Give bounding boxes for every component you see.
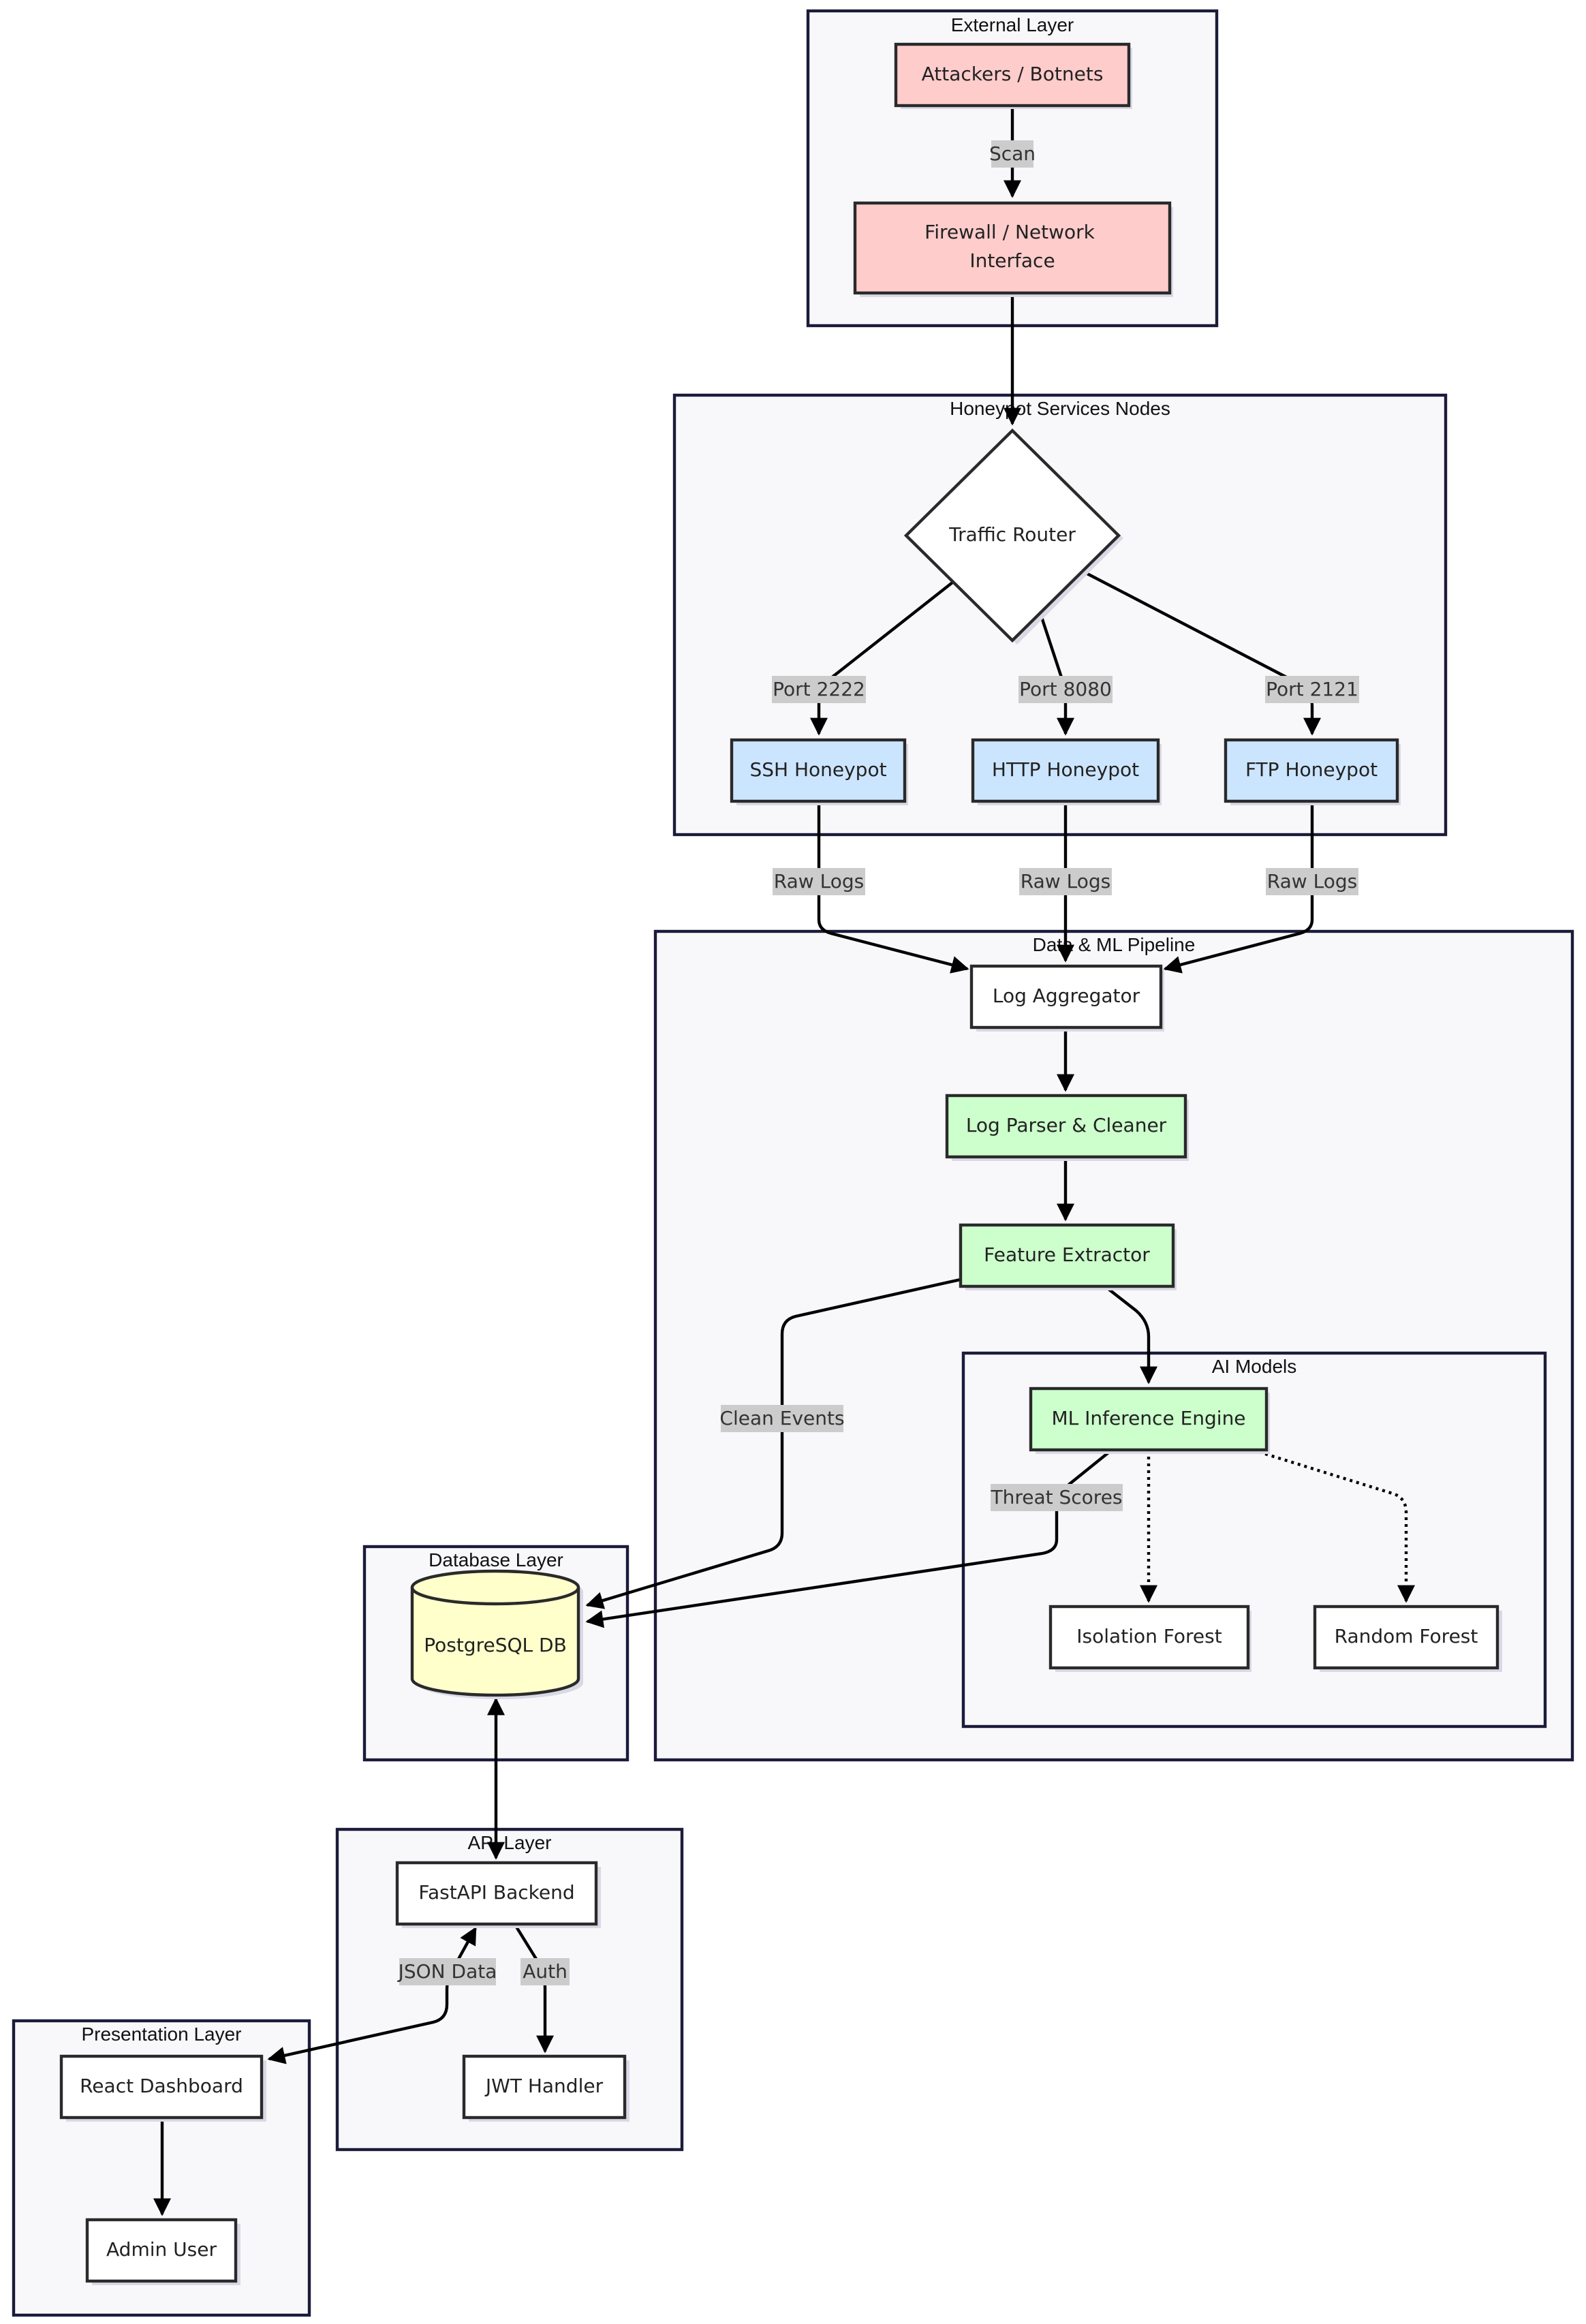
node-http-honeypot[interactable]: HTTP Honeypot xyxy=(971,738,1162,805)
node-label-router: Traffic Router xyxy=(948,523,1076,546)
node-log-parser-cleaner[interactable]: Log Parser & Cleaner xyxy=(945,1094,1189,1161)
node-label-fastapi: FastAPI Backend xyxy=(418,1881,574,1904)
edge-label-raw-logs-http: Raw Logs xyxy=(1021,870,1110,893)
node-label-react: React Dashboard xyxy=(80,2075,243,2097)
edge-label-auth: Auth xyxy=(523,1960,567,1983)
edge-label-scan: Scan xyxy=(989,142,1036,165)
edge-label-raw-logs-ftp: Raw Logs xyxy=(1267,870,1357,893)
node-label-jwt: JWT Handler xyxy=(484,2075,604,2097)
node-ftp-honeypot[interactable]: FTP Honeypot xyxy=(1224,738,1401,805)
node-random-forest[interactable]: Random Forest xyxy=(1313,1605,1502,1672)
node-log-aggregator[interactable]: Log Aggregator xyxy=(969,964,1164,1032)
cluster-title-honeypot: Honeypot Services Nodes xyxy=(950,398,1170,419)
edge-label-threat-scores: Threat Scores xyxy=(990,1486,1122,1508)
edge-extractor-mlengine xyxy=(1104,1285,1157,1384)
node-postgresql-db[interactable]: PostgreSQL DB xyxy=(410,1569,583,1699)
node-label-http: HTTP Honeypot xyxy=(992,758,1139,781)
edge-ssh-aggregator xyxy=(817,801,969,974)
node-label-parser: Log Parser & Cleaner xyxy=(966,1114,1167,1136)
edge-label-json-data: JSON Data xyxy=(397,1960,497,1983)
node-label-ftp: FTP Honeypot xyxy=(1245,758,1378,781)
node-label-aggregator: Log Aggregator xyxy=(993,985,1140,1007)
node-fastapi-backend[interactable]: FastAPI Backend xyxy=(395,1861,601,1928)
node-attackers-botnets[interactable]: Attackers / Botnets xyxy=(894,42,1132,109)
node-react-dashboard[interactable]: React Dashboard xyxy=(59,2054,266,2122)
node-label-isolation: Isolation Forest xyxy=(1076,1625,1222,1647)
node-label-firewall-line1: Firewall / Network xyxy=(924,221,1095,243)
cluster-title-external: External Layer xyxy=(951,14,1074,35)
edge-label-clean-events: Clean Events xyxy=(719,1407,844,1429)
edge-label-raw-logs-ssh: Raw Logs xyxy=(774,870,864,893)
cluster-title-ai: AI Models xyxy=(1212,1356,1297,1377)
cluster-title-pipeline: Data & ML Pipeline xyxy=(1033,934,1196,955)
node-jwt-handler[interactable]: JWT Handler xyxy=(462,2054,629,2122)
edge-label-port-8080: Port 8080 xyxy=(1019,678,1112,700)
cluster-title-api: API Layer xyxy=(468,1832,552,1853)
node-label-attackers: Attackers / Botnets xyxy=(922,63,1104,85)
node-ssh-honeypot[interactable]: SSH Honeypot xyxy=(730,738,908,805)
node-isolation-forest[interactable]: Isolation Forest xyxy=(1048,1605,1251,1672)
edge-extractor-db xyxy=(585,1277,961,1609)
node-label-extractor: Feature Extractor xyxy=(984,1243,1150,1266)
node-admin-user[interactable]: Admin User xyxy=(85,2218,240,2285)
node-label-firewall-line2: Interface xyxy=(969,249,1055,272)
node-feature-extractor[interactable]: Feature Extractor xyxy=(959,1223,1177,1290)
edge-labels: Scan Port 2222 Port 8080 Port 2121 Raw L… xyxy=(397,140,1359,1985)
edge-mlengine-random xyxy=(1251,1448,1415,1603)
node-firewall-network-interface[interactable]: Firewall / Network Interface xyxy=(853,201,1173,297)
node-label-random: Random Forest xyxy=(1335,1625,1478,1647)
edge-ftp-aggregator xyxy=(1163,801,1314,974)
cluster-title-database: Database Layer xyxy=(429,1549,563,1570)
cluster-title-presentation: Presentation Layer xyxy=(81,2024,241,2045)
node-label-ml-engine: ML Inference Engine xyxy=(1051,1407,1245,1429)
node-label-admin: Admin User xyxy=(106,2238,217,2261)
node-label-ssh: SSH Honeypot xyxy=(749,758,886,781)
node-label-db: PostgreSQL DB xyxy=(424,1634,567,1656)
node-ml-inference-engine[interactable]: ML Inference Engine xyxy=(1029,1386,1270,1454)
edge-label-port-2222: Port 2222 xyxy=(773,678,865,700)
node-traffic-router[interactable]: Traffic Router xyxy=(903,428,1123,645)
edge-label-port-2121: Port 2121 xyxy=(1266,678,1358,700)
